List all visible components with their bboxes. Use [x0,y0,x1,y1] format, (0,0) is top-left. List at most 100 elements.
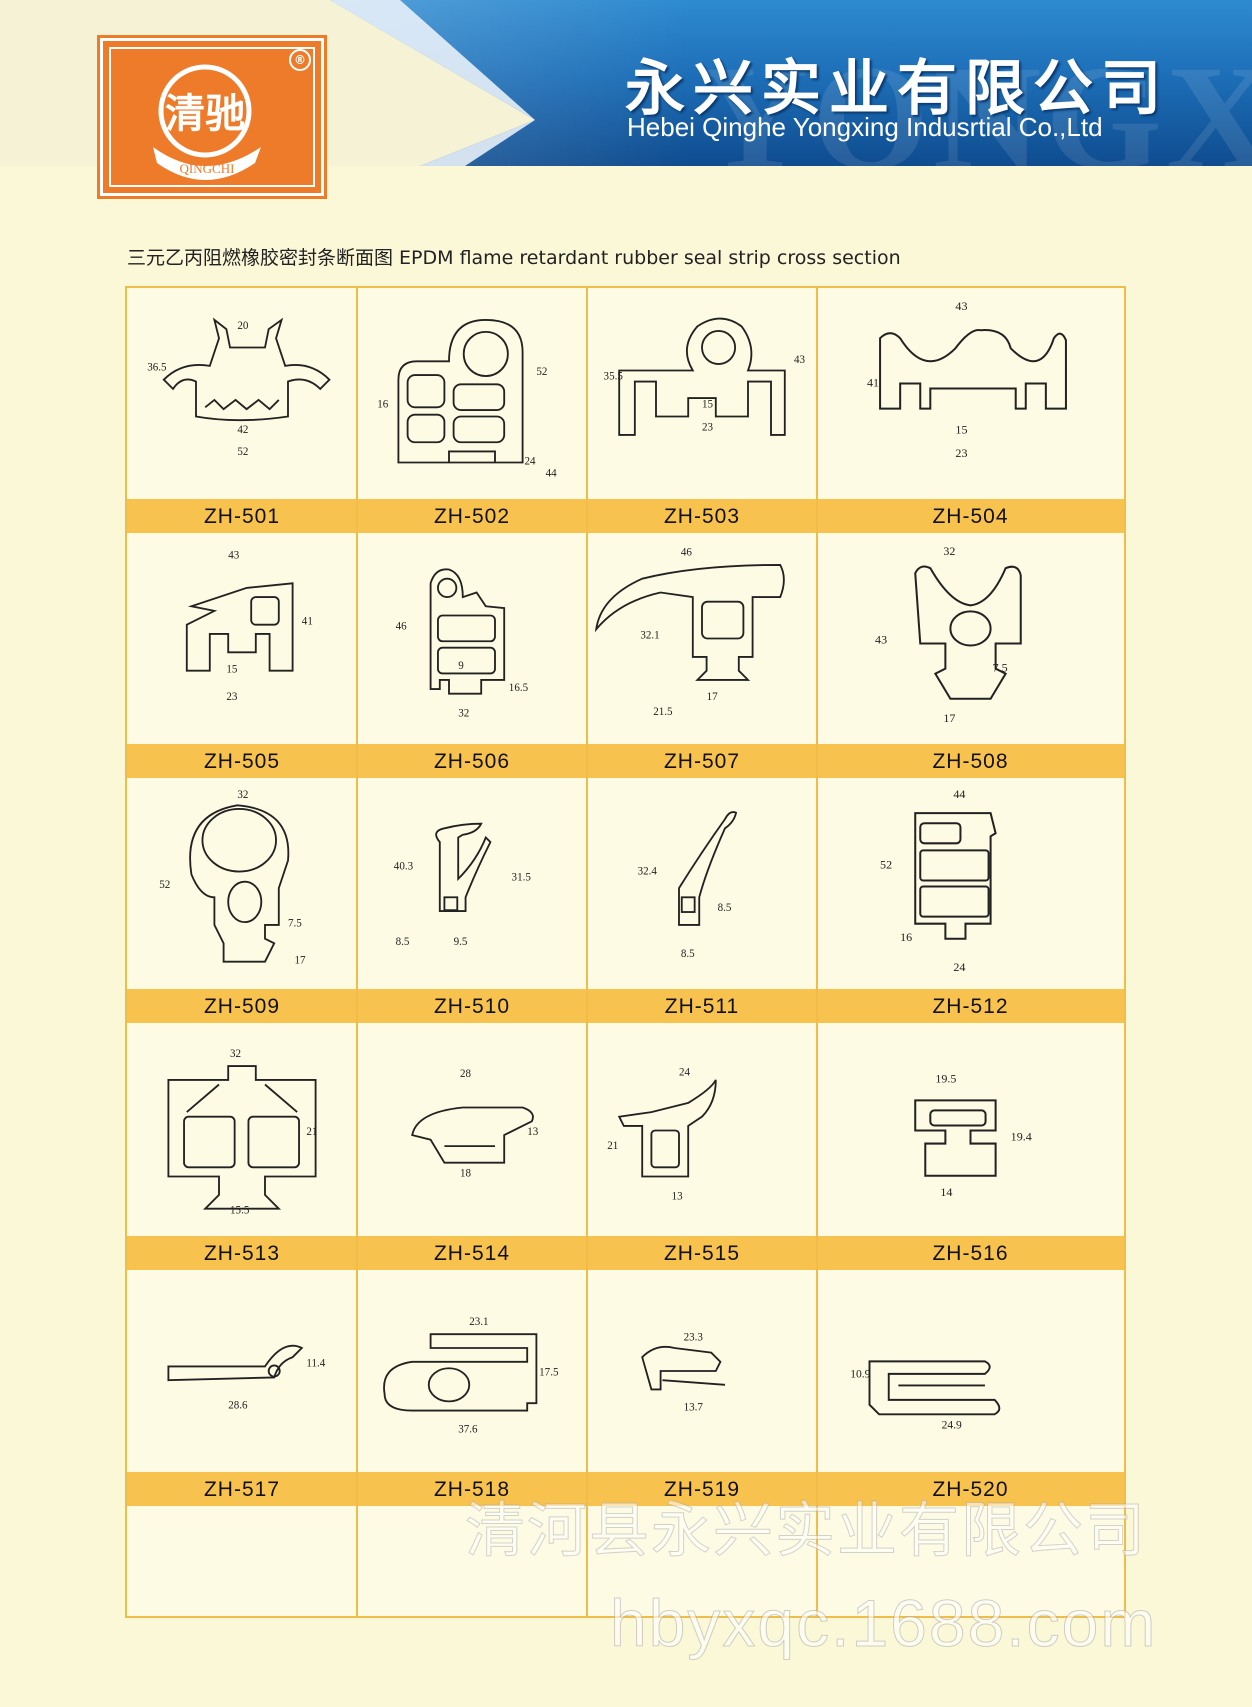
seal-profile-drawing: 32.4 8.5 8.5 [638,811,738,960]
dimension-label: 8.5 [718,902,732,914]
dimension-label: 20 [237,320,249,332]
dimension-label: 40.3 [394,861,414,873]
dimension-label: 17 [294,955,306,967]
dimension-label: 28.6 [228,1400,248,1412]
company-name-en: Hebei Qinghe Yongxing Indusrtial Co.,Ltd [627,112,1103,142]
product-code-label: ZH-507 [587,744,817,778]
dimension-label: 23 [702,421,714,433]
dimension-label: 24.9 [942,1420,962,1432]
product-code-label: ZH-517 [127,1472,357,1506]
dimension-label: 37.6 [458,1424,478,1436]
dimension-label: 36.5 [147,362,167,374]
column-divider [356,288,358,1616]
dimension-label: 16.5 [509,682,529,694]
seal-profile-drawing: 23.117.537.6 [383,1316,559,1436]
dimension-label: 16 [900,930,912,944]
dimension-label: 23 [226,691,238,703]
dimension-label: 43 [875,633,887,647]
dimension-label: 46 [396,620,408,632]
product-code-label: ZH-516 [817,1236,1124,1270]
seal-profile-drawing: 20 36.5 42 52 [147,317,331,458]
dimension-label: 16 [377,398,389,410]
product-code-label: ZH-519 [587,1472,817,1506]
dimension-label: 9.5 [454,936,468,948]
dimension-label: 15.5 [230,1204,250,1216]
dimension-label: 32.4 [638,865,658,877]
dimension-label: 13 [672,1191,684,1203]
dimension-label: 21 [306,1126,317,1138]
dimension-label: 52 [159,879,170,891]
dimension-label: 9 [458,660,464,672]
seal-profile-drawing: 10.924.9 [850,1360,1001,1432]
column-divider [816,288,818,1616]
dimension-label: 8.5 [681,948,695,960]
product-code-label: ZH-508 [817,744,1124,778]
dimension-label: 15 [226,664,238,676]
logo-text: 清驰 [165,91,245,136]
dimension-label: 15 [955,423,967,437]
dimension-label: 52 [536,366,547,378]
logo-frame [109,47,315,187]
dimension-label: 7.5 [993,661,1008,675]
dimension-label: 32 [237,789,248,801]
seal-profile-drawing: 32 52 7.5 17 [159,789,306,967]
dimension-label: 24 [524,455,536,467]
dimension-label: 24 [953,960,965,974]
dimension-label: 24 [679,1066,691,1078]
product-code-label: ZH-506 [357,744,587,778]
dimension-label: 21.5 [653,706,673,718]
dimension-label: 17 [943,711,955,725]
product-code-label: ZH-509 [127,989,357,1023]
dimension-label: 23 [955,446,967,460]
dimension-label: 46 [681,547,693,559]
dimension-label: 14 [940,1185,952,1199]
product-code-label: ZH-512 [817,989,1124,1023]
dimension-label: 8.5 [396,936,410,948]
header-banner: YONGXING 永兴实业有限公司 Hebei Qinghe Yongxing … [0,0,1252,166]
ghost-brand-text: YONGXING [700,35,1252,166]
product-code-label: ZH-501 [127,499,357,533]
logo-emblem-icon: 清驰 QINGCHI [153,64,261,180]
company-name-cn: 永兴实业有限公司 [625,54,1169,124]
dimension-label: 18 [460,1168,472,1180]
product-code-label: ZH-514 [357,1236,587,1270]
product-code-label: ZH-502 [357,499,587,533]
dimension-label: 17.5 [539,1367,559,1379]
dimension-label: 42 [237,424,248,436]
dimension-label: 28 [460,1068,472,1080]
dimension-label: 11.4 [306,1357,325,1369]
dimension-label: 35.5 [604,371,624,383]
dimension-label: 7.5 [288,918,302,930]
dimension-label: 52 [237,446,248,458]
product-code-label: ZH-505 [127,744,357,778]
dimension-label: 13.7 [684,1402,704,1414]
page-title: 三元乙丙阻燃橡胶密封条断面图 EPDM flame retardant rubb… [127,247,901,269]
seal-profile-drawing: 11.4 28.6 [167,1344,326,1412]
